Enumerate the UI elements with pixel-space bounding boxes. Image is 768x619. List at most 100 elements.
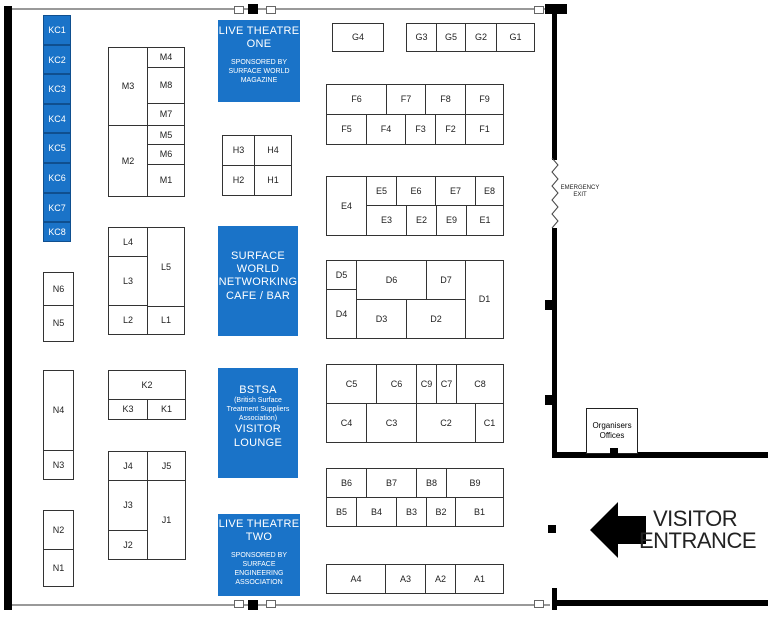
- stand-b2[interactable]: B2: [426, 497, 456, 527]
- stand-kc4[interactable]: KC4: [43, 104, 71, 133]
- stand-g4[interactable]: G4: [332, 23, 384, 52]
- stand-h1[interactable]: H1: [254, 165, 292, 196]
- stand-m6[interactable]: M6: [147, 144, 185, 165]
- stand-j2[interactable]: J2: [108, 530, 148, 560]
- stand-f9[interactable]: F9: [465, 84, 504, 115]
- stand-l4[interactable]: L4: [108, 227, 148, 257]
- stand-l2[interactable]: L2: [108, 305, 148, 335]
- stand-m8[interactable]: M8: [147, 67, 185, 104]
- stand-a1[interactable]: A1: [455, 564, 504, 594]
- stand-c8[interactable]: C8: [456, 364, 504, 404]
- live-theatre-one[interactable]: LIVE THEATRE ONE SPONSORED BY SURFACE WO…: [218, 20, 300, 102]
- stand-e3[interactable]: E3: [366, 205, 407, 236]
- stand-c1[interactable]: C1: [475, 403, 504, 443]
- stand-c9[interactable]: C9: [416, 364, 437, 404]
- stand-a2[interactable]: A2: [425, 564, 456, 594]
- stand-d2[interactable]: D2: [406, 299, 466, 339]
- stand-f5[interactable]: F5: [326, 114, 367, 145]
- door-bottom-right: [266, 600, 276, 608]
- right-wall-lower: [552, 588, 557, 610]
- stand-b5[interactable]: B5: [326, 497, 357, 527]
- stand-k1[interactable]: K1: [147, 399, 186, 420]
- stand-e5[interactable]: E5: [366, 176, 397, 206]
- stand-h4[interactable]: H4: [254, 135, 292, 166]
- stand-c3[interactable]: C3: [366, 403, 417, 443]
- stand-n2[interactable]: N2: [43, 510, 74, 550]
- stand-l1[interactable]: L1: [147, 306, 185, 335]
- stand-f4[interactable]: F4: [366, 114, 406, 145]
- stand-f1[interactable]: F1: [465, 114, 504, 145]
- stand-e8[interactable]: E8: [475, 176, 504, 206]
- stand-c7[interactable]: C7: [436, 364, 457, 404]
- stand-b9[interactable]: B9: [446, 468, 504, 498]
- stand-m2[interactable]: M2: [108, 125, 148, 197]
- stand-kc7[interactable]: KC7: [43, 193, 71, 222]
- stand-d4[interactable]: D4: [326, 289, 357, 339]
- stand-g1[interactable]: G1: [496, 23, 535, 52]
- stand-g3[interactable]: G3: [406, 23, 437, 52]
- stand-g2[interactable]: G2: [465, 23, 497, 52]
- stand-kc2[interactable]: KC2: [43, 45, 71, 74]
- stand-k3[interactable]: K3: [108, 399, 148, 420]
- stand-e7[interactable]: E7: [435, 176, 476, 206]
- stand-l5[interactable]: L5: [147, 227, 185, 307]
- stand-kc5[interactable]: KC5: [43, 133, 71, 163]
- stand-a4[interactable]: A4: [326, 564, 386, 594]
- stand-b3[interactable]: B3: [396, 497, 427, 527]
- stand-c5[interactable]: C5: [326, 364, 377, 404]
- stand-f3[interactable]: F3: [405, 114, 436, 145]
- stand-e4[interactable]: E4: [326, 176, 367, 236]
- emergency-exit-label: EMERGENCY EXIT: [560, 185, 600, 198]
- live-theatre-two[interactable]: LIVE THEATRE TWO SPONSORED BY SURFACE EN…: [218, 514, 300, 596]
- stand-b4[interactable]: B4: [356, 497, 397, 527]
- stand-d6[interactable]: D6: [356, 260, 427, 300]
- wall-stub-3: [548, 525, 556, 533]
- stand-h3[interactable]: H3: [222, 135, 255, 166]
- stand-h2[interactable]: H2: [222, 165, 255, 196]
- stand-f2[interactable]: F2: [435, 114, 466, 145]
- stand-kc6[interactable]: KC6: [43, 163, 71, 193]
- stand-j1[interactable]: J1: [147, 480, 186, 560]
- stand-a3[interactable]: A3: [385, 564, 426, 594]
- stand-d5[interactable]: D5: [326, 260, 357, 290]
- networking-cafe-bar[interactable]: SURFACE WORLD NETWORKING CAFE / BAR: [218, 226, 298, 336]
- stand-j4[interactable]: J4: [108, 451, 148, 481]
- stand-d3[interactable]: D3: [356, 299, 407, 339]
- stand-j5[interactable]: J5: [147, 451, 186, 481]
- stand-m7[interactable]: M7: [147, 103, 185, 126]
- stand-b6[interactable]: B6: [326, 468, 367, 498]
- stand-m1[interactable]: M1: [147, 164, 185, 197]
- stand-l3[interactable]: L3: [108, 256, 148, 306]
- stand-f6[interactable]: F6: [326, 84, 387, 115]
- stand-m5[interactable]: M5: [147, 125, 185, 145]
- stand-c4[interactable]: C4: [326, 403, 367, 443]
- stand-m3[interactable]: M3: [108, 47, 148, 126]
- stand-f8[interactable]: F8: [425, 84, 466, 115]
- stand-n6[interactable]: N6: [43, 272, 74, 306]
- stand-f7[interactable]: F7: [386, 84, 426, 115]
- stand-d7[interactable]: D7: [426, 260, 466, 300]
- stand-kc1[interactable]: KC1: [43, 15, 71, 45]
- stand-b8[interactable]: B8: [416, 468, 447, 498]
- stand-e9[interactable]: E9: [436, 205, 467, 236]
- stand-e6[interactable]: E6: [396, 176, 436, 206]
- stand-e2[interactable]: E2: [406, 205, 437, 236]
- stand-n5[interactable]: N5: [43, 305, 74, 342]
- stand-m4[interactable]: M4: [147, 47, 185, 68]
- stand-b1[interactable]: B1: [455, 497, 504, 527]
- stand-j3[interactable]: J3: [108, 480, 148, 531]
- stand-kc8[interactable]: KC8: [43, 222, 71, 242]
- stand-k2[interactable]: K2: [108, 370, 186, 400]
- bstsa-visitor-lounge[interactable]: BSTSA (British Surface Treatment Supplie…: [218, 368, 298, 478]
- stand-kc3[interactable]: KC3: [43, 74, 71, 104]
- stand-b7[interactable]: B7: [366, 468, 417, 498]
- stand-n1[interactable]: N1: [43, 549, 74, 587]
- door-top-right: [266, 6, 276, 14]
- stand-e1[interactable]: E1: [466, 205, 504, 236]
- stand-n3[interactable]: N3: [43, 450, 74, 480]
- stand-g5[interactable]: G5: [436, 23, 466, 52]
- stand-c2[interactable]: C2: [416, 403, 476, 443]
- stand-d1[interactable]: D1: [465, 260, 504, 339]
- stand-n4[interactable]: N4: [43, 370, 74, 451]
- stand-c6[interactable]: C6: [376, 364, 417, 404]
